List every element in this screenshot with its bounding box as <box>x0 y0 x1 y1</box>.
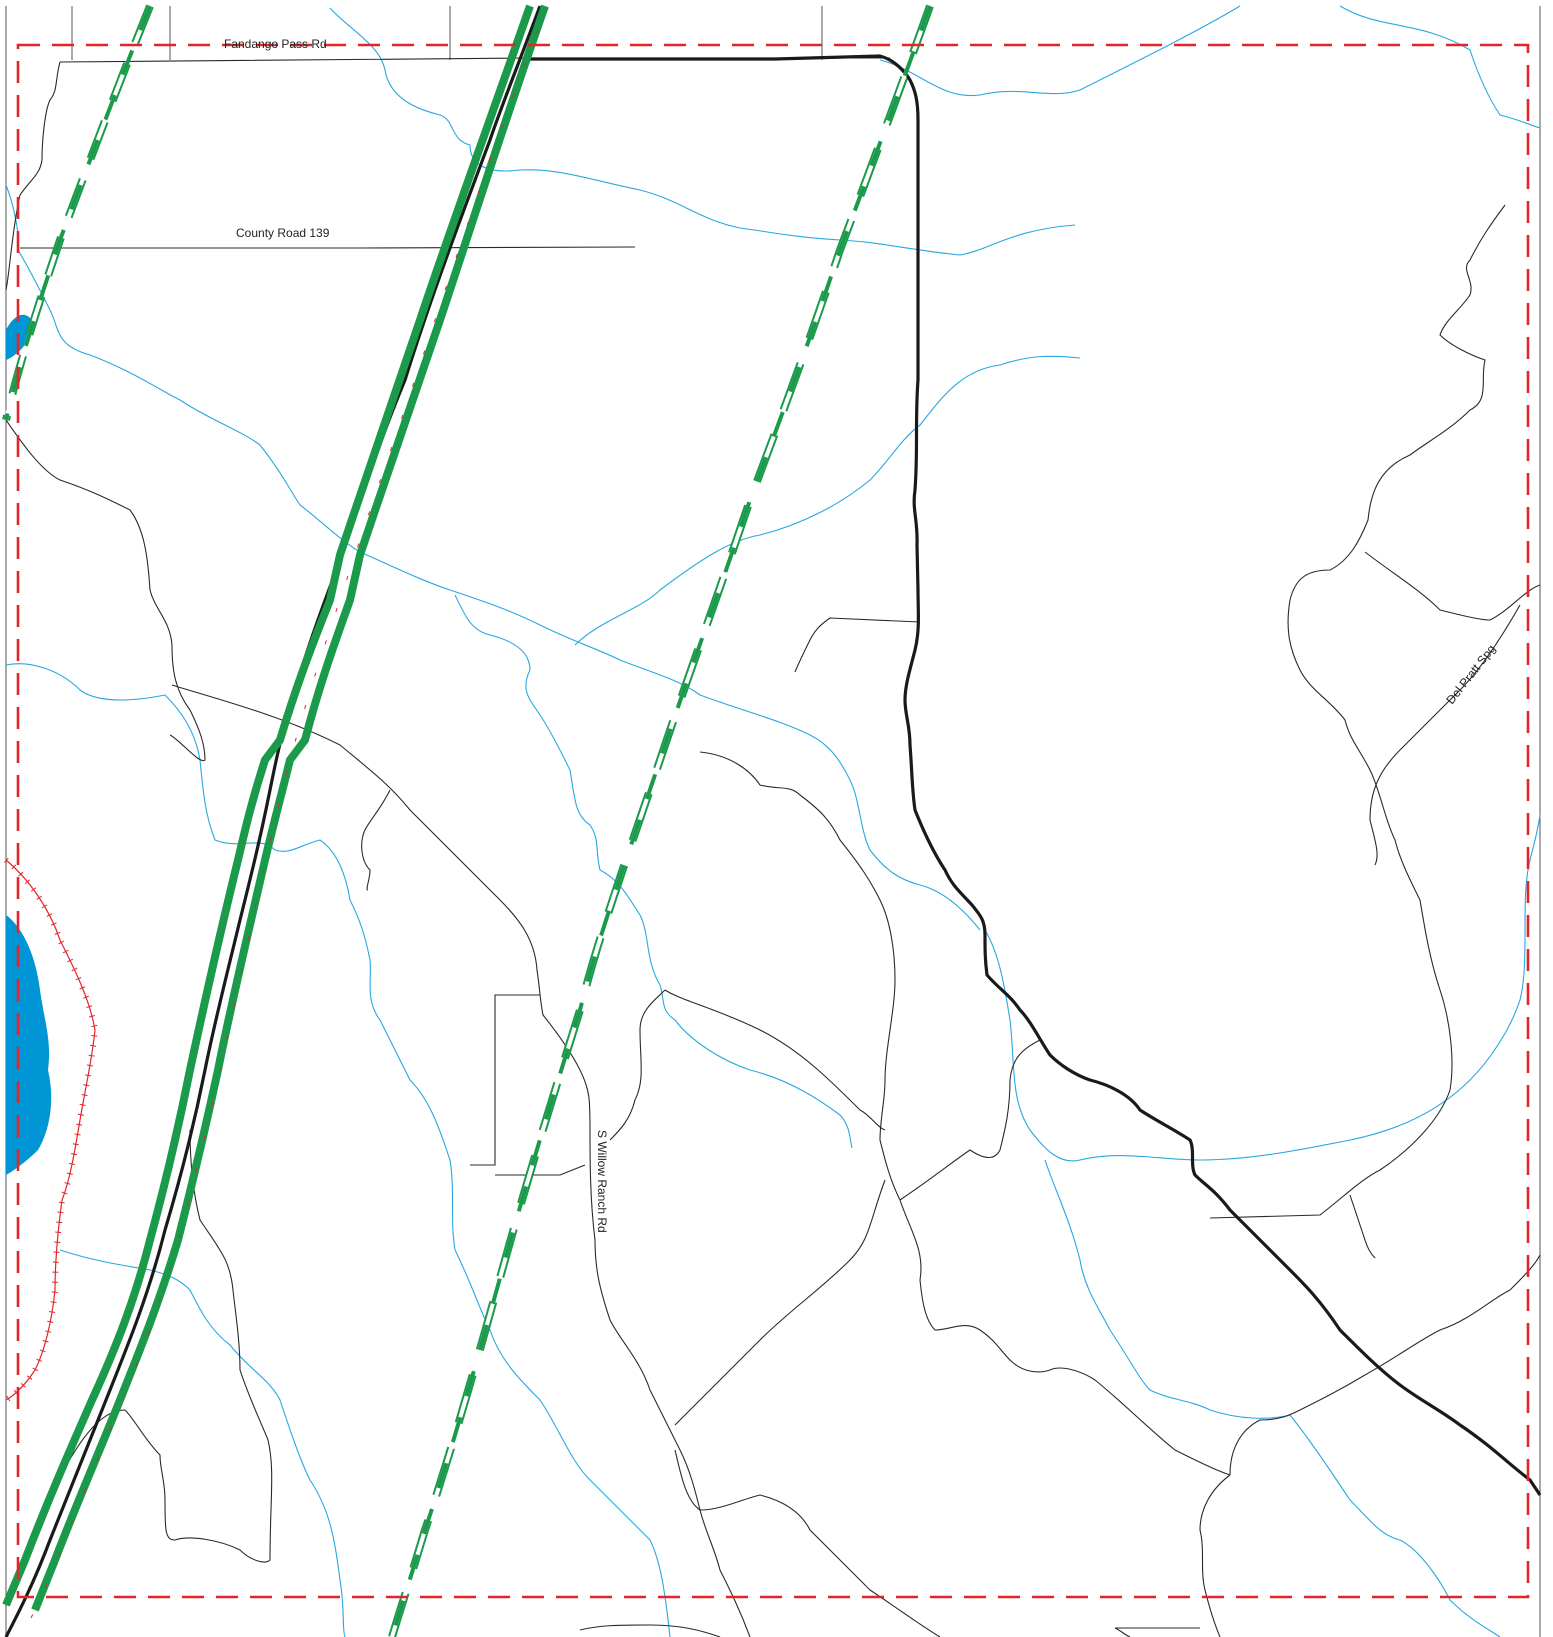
local-road <box>1114 1627 1200 1637</box>
highways <box>4 5 1542 1637</box>
local-road <box>1349 1194 1376 1259</box>
local-road <box>794 617 921 673</box>
stream <box>879 5 1241 97</box>
stream <box>1339 5 1541 129</box>
stream <box>984 814 1541 1162</box>
local-road <box>470 994 586 1176</box>
highway-west <box>4 5 542 1637</box>
local-road <box>699 751 901 1201</box>
local-road <box>171 684 751 1637</box>
local-road <box>674 1449 941 1637</box>
label-del-pratt-spg: Del Pratt Spg <box>1443 642 1498 707</box>
map-labels: Fandango Pass Rd County Road 139 S Willo… <box>224 37 1498 1233</box>
local-road <box>361 789 391 891</box>
green-corridors <box>2 4 934 1637</box>
corridor-milepost-markers <box>29 29 539 1621</box>
railroad <box>4 857 99 1403</box>
local-road <box>579 1624 721 1637</box>
highway-east <box>530 54 1542 1496</box>
local-road <box>609 989 666 1141</box>
local-road <box>664 989 886 1131</box>
corridor-east-dash <box>390 5 932 1637</box>
local-road <box>1199 1474 1231 1637</box>
stream <box>1044 1159 1291 1419</box>
stream <box>454 594 853 1149</box>
local-roads <box>5 57 1541 1637</box>
corridor-east-band <box>388 4 934 1637</box>
county-road-139 <box>20 246 636 249</box>
stream <box>5 663 671 1637</box>
label-fandango-pass-rd: Fandango Pass Rd <box>224 37 327 51</box>
local-road <box>1364 551 1541 621</box>
corridor-east-inner <box>390 5 932 1637</box>
local-road <box>1364 1254 1541 1376</box>
streams <box>5 5 1541 1637</box>
local-road <box>899 1199 1231 1476</box>
water-bodies <box>6 314 52 1175</box>
corridor-west-band <box>2 4 154 421</box>
label-county-road-139: County Road 139 <box>236 226 330 240</box>
railroad-line <box>5 859 96 1401</box>
corridor-main-edge-right <box>31 4 549 1612</box>
local-road <box>674 1179 886 1426</box>
local-road <box>5 419 206 762</box>
stream <box>1289 1414 1501 1637</box>
corridor-west-dash <box>4 5 152 421</box>
stream <box>574 355 1081 646</box>
local-road <box>5 61 61 291</box>
local-road <box>59 1129 273 1563</box>
corridor-main-edge-left <box>2 4 534 1607</box>
map-frame <box>5 6 1541 1637</box>
study-area-boundary <box>16 43 1530 1599</box>
stream <box>5 184 981 931</box>
local-road <box>1229 1374 1366 1476</box>
local-road <box>1209 204 1506 1219</box>
stream <box>59 1249 346 1637</box>
del-pratt-spring-road <box>1369 604 1521 866</box>
local-road <box>899 1039 1041 1201</box>
lake-west <box>6 915 52 1175</box>
label-s-willow-ranch-rd: S Willow Ranch Rd <box>595 1130 609 1233</box>
